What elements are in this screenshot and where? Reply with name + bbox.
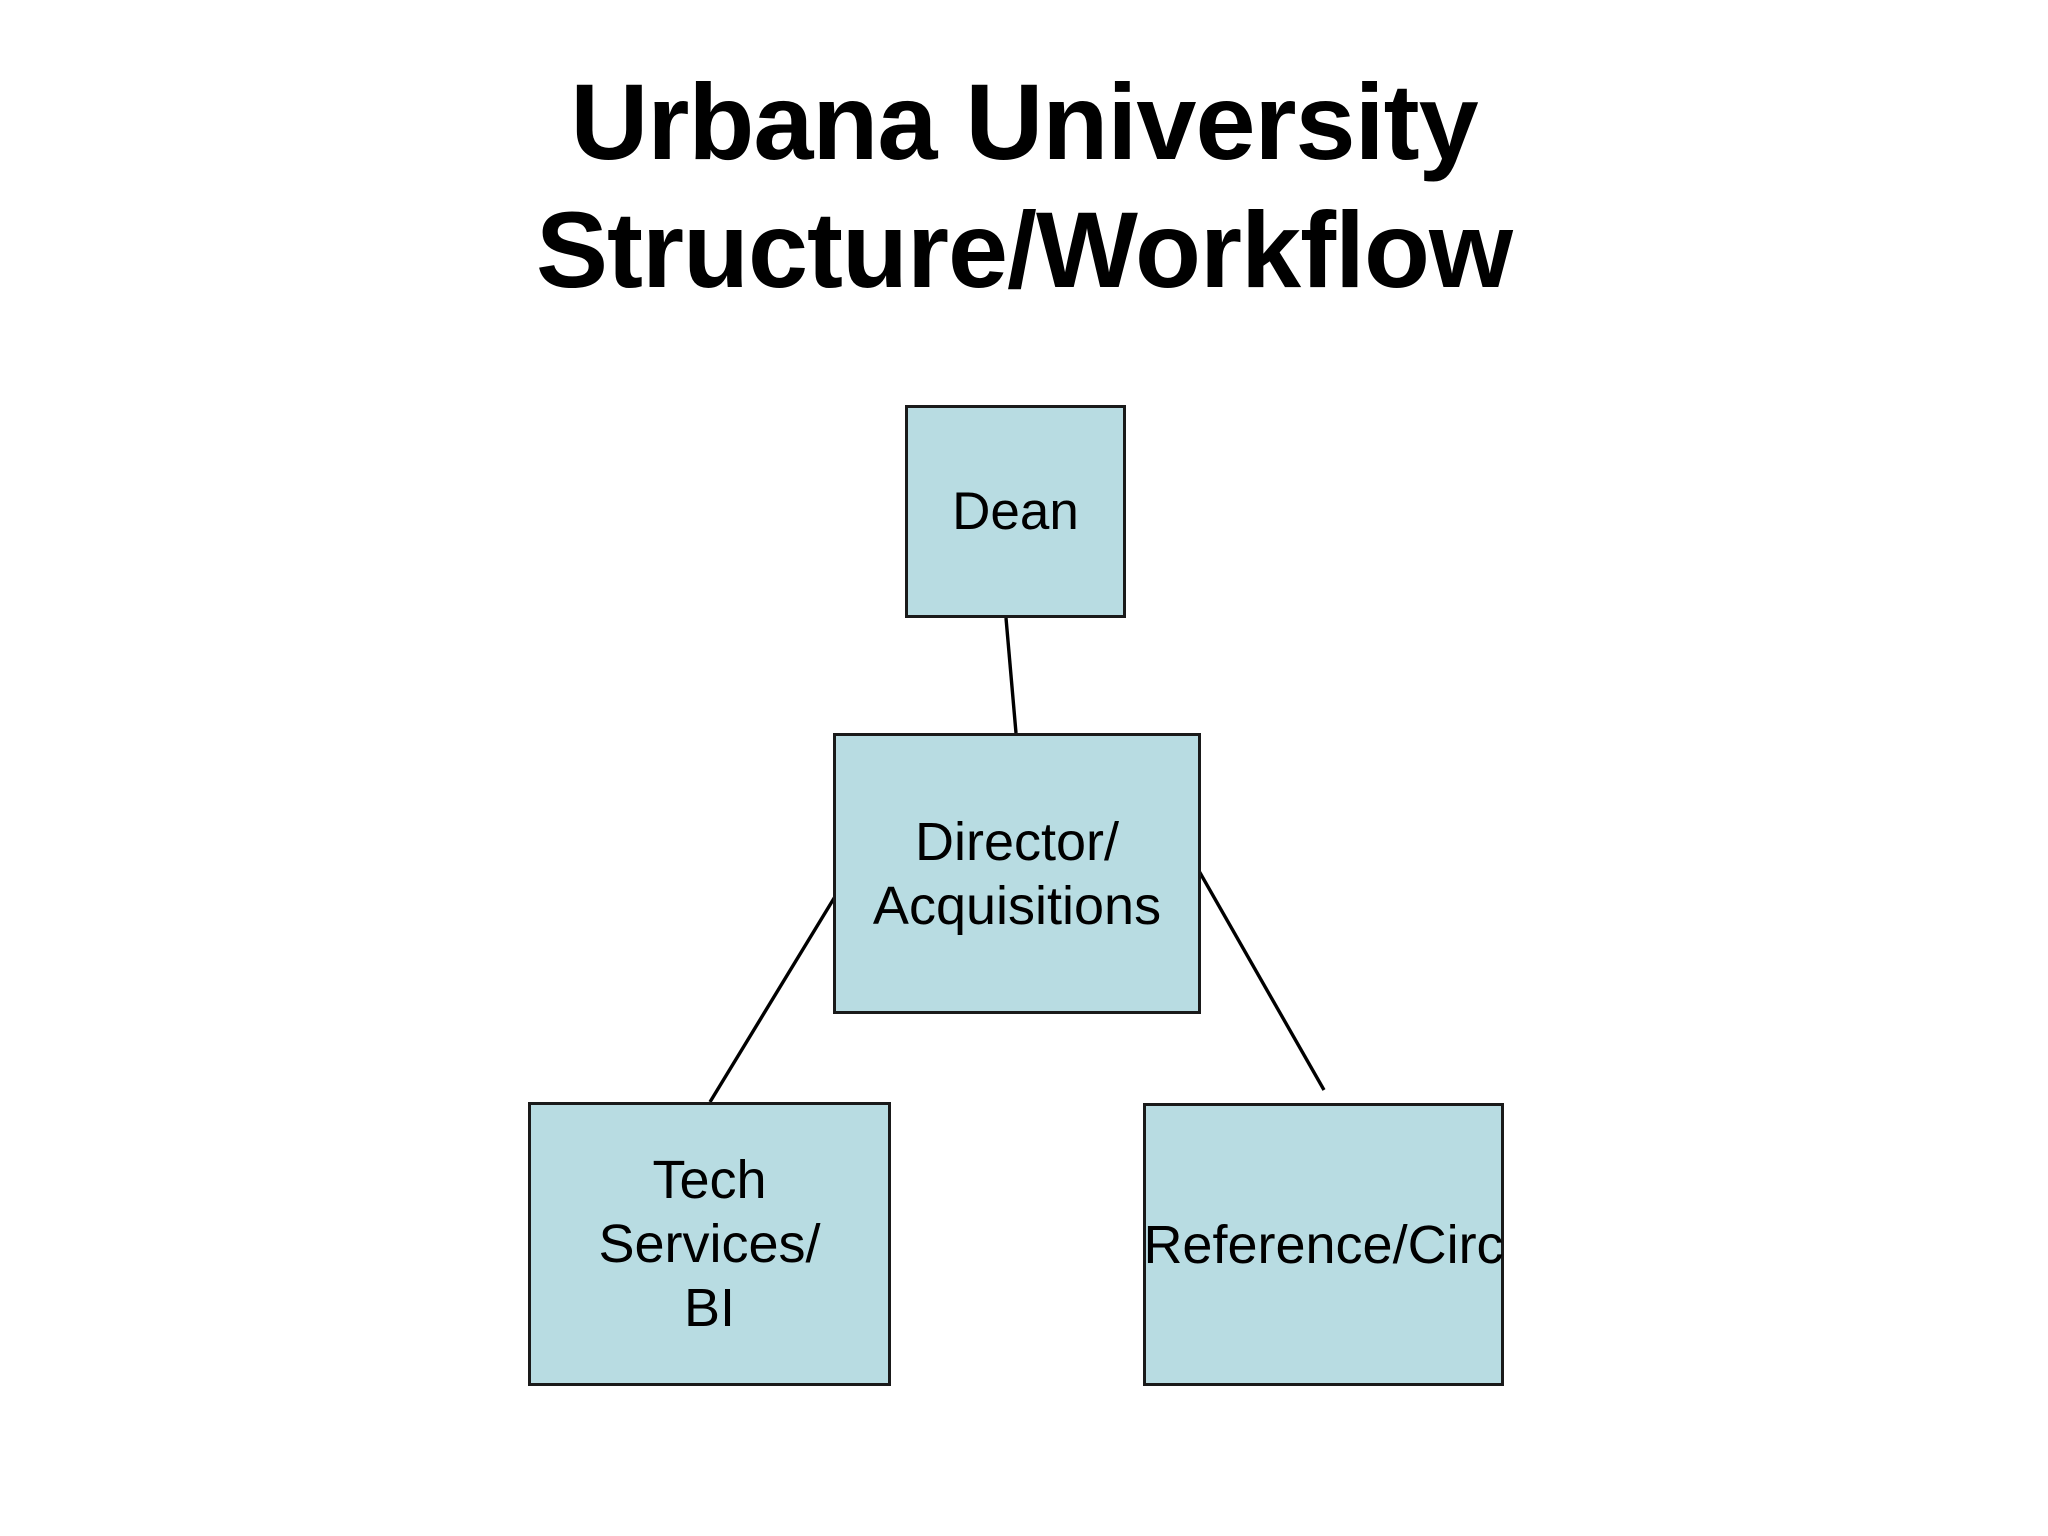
connector-director-to-reference-circ — [1197, 870, 1326, 1091]
org-node-director-acquisitions-label: Director/ Acquisitions — [872, 811, 1162, 936]
org-node-reference-circ-label: Reference/Circ — [1143, 1214, 1504, 1275]
org-node-dean[interactable]: Dean — [905, 405, 1126, 618]
org-node-tech-services-bi-label: Tech Services/ BI — [598, 1150, 821, 1338]
org-node-director-acquisitions[interactable]: Director/ Acquisitions — [833, 733, 1201, 1014]
connector-director-to-tech-services — [708, 894, 838, 1103]
connector-dean-to-director — [1004, 617, 1018, 734]
org-node-tech-services-bi[interactable]: Tech Services/ BI — [528, 1102, 891, 1386]
org-node-dean-label: Dean — [952, 481, 1079, 541]
org-node-reference-circ[interactable]: Reference/Circ — [1143, 1103, 1504, 1386]
